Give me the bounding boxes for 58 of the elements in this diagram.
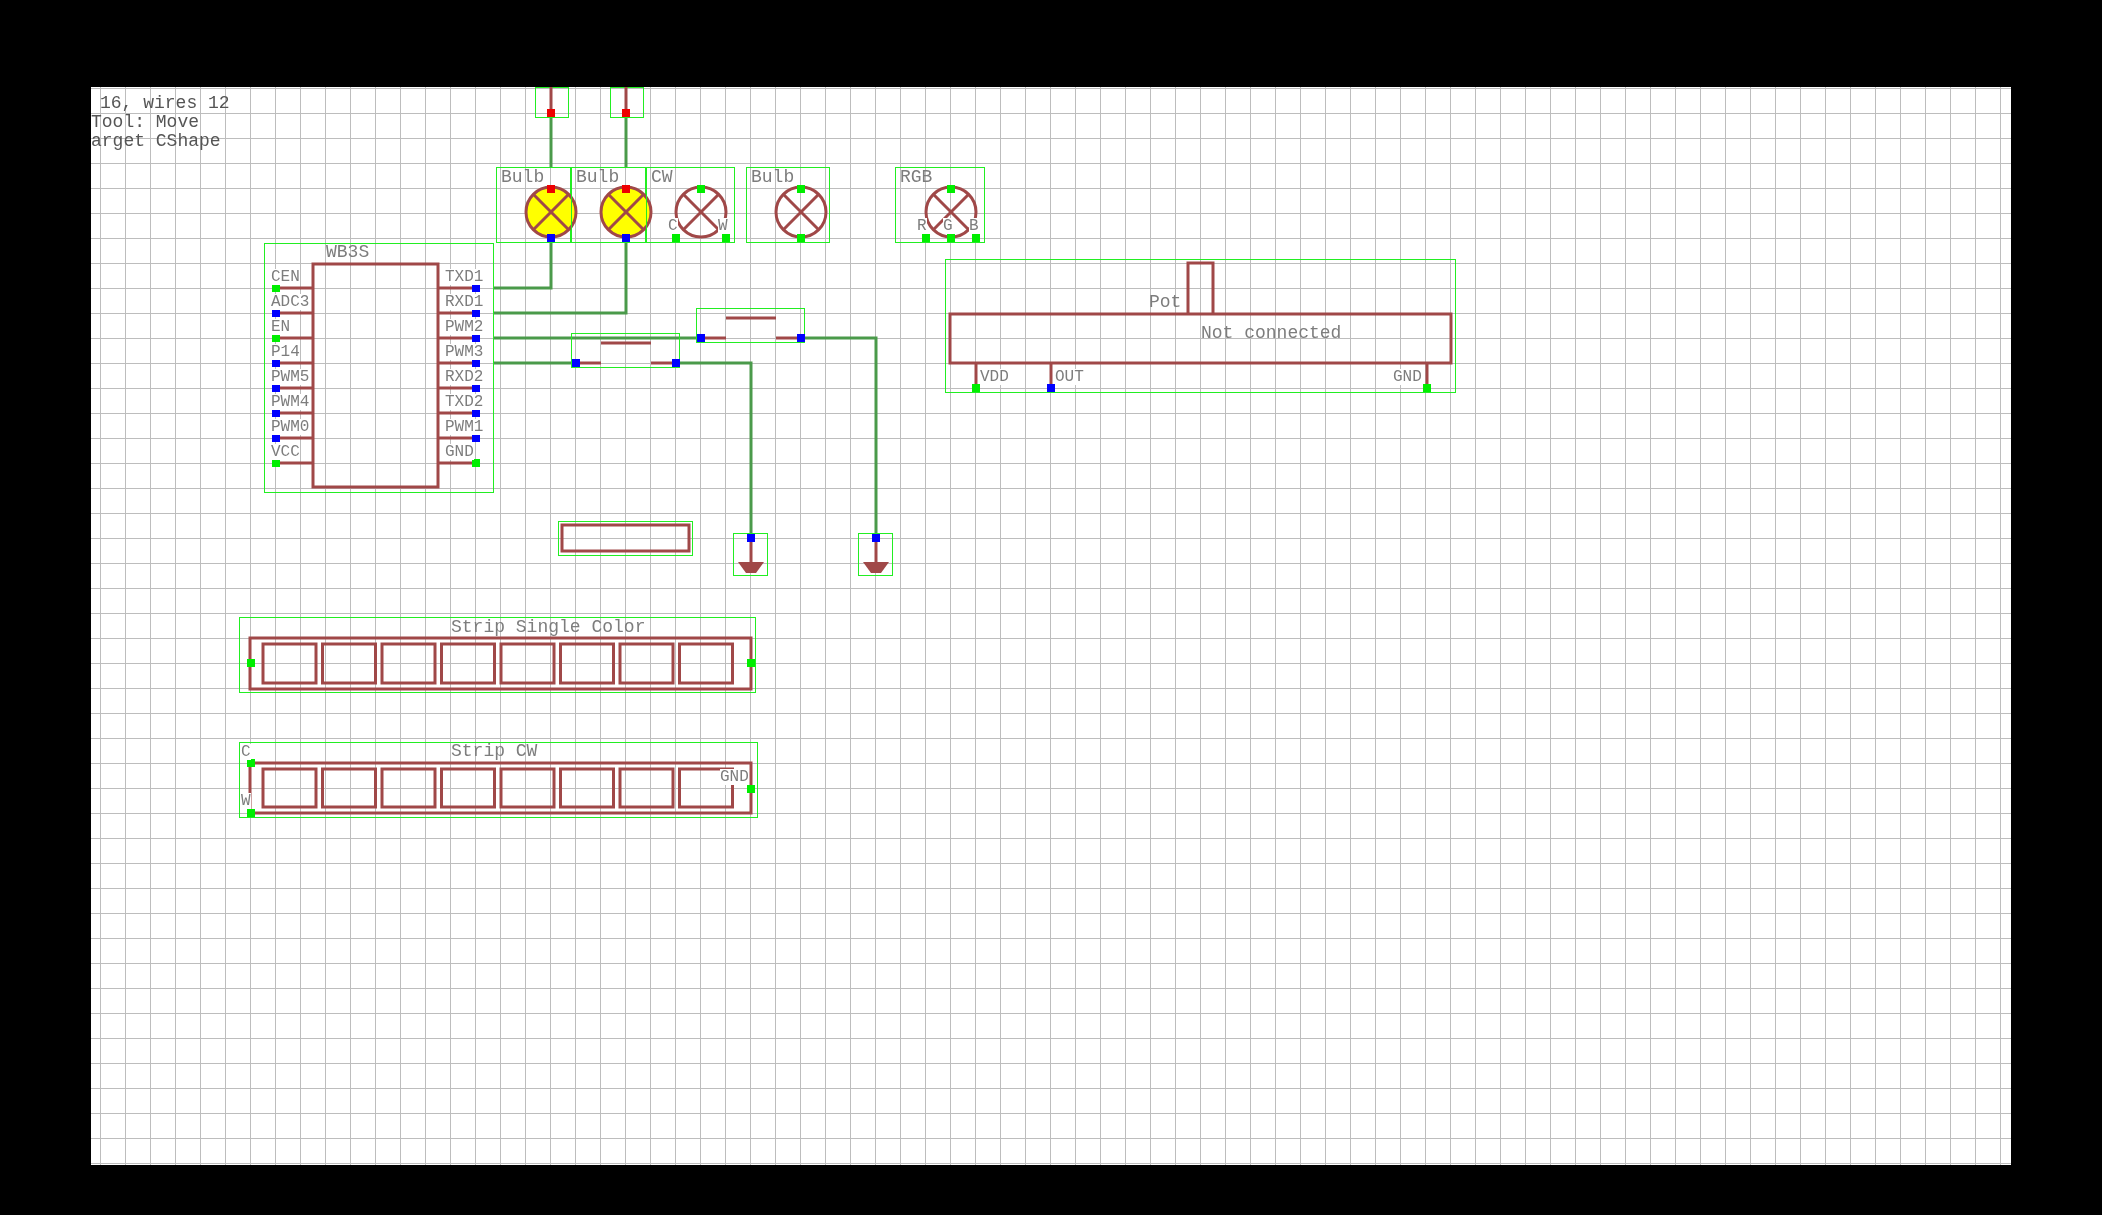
pin-label: PWM0 — [271, 419, 310, 435]
component-label: Strip Single Color — [451, 618, 646, 636]
pin-label: C — [668, 218, 678, 234]
wire — [494, 243, 628, 315]
pin-label: TXD1 — [445, 269, 484, 285]
component-frame — [239, 617, 756, 693]
pin-label: VDD — [980, 369, 1009, 385]
component-frame — [571, 333, 680, 368]
wire — [494, 336, 696, 340]
wire — [624, 118, 628, 167]
pin-label: VCC — [271, 444, 300, 460]
component-label: WB3S — [326, 243, 370, 261]
pin-label: CEN — [271, 269, 300, 285]
component-label: Bulb — [576, 168, 620, 186]
component-frame — [610, 87, 644, 118]
pin-label: PWM1 — [445, 419, 484, 435]
status-text: Tool: Move — [91, 113, 200, 131]
component-frame — [264, 243, 494, 493]
pin-label: P14 — [271, 344, 300, 360]
component-label: Bulb — [751, 168, 795, 186]
status-text: Not connected — [1201, 324, 1342, 342]
status-text: arget CShape — [91, 132, 221, 150]
wire — [494, 243, 553, 290]
pin-label: GND — [720, 769, 749, 785]
pin-label: ADC3 — [271, 294, 310, 310]
component-label: CW — [651, 168, 673, 186]
component-frame — [696, 308, 805, 343]
component-label: Pot — [1149, 293, 1182, 311]
component-label: Bulb — [501, 168, 545, 186]
pin-label: TXD2 — [445, 394, 484, 410]
wire — [494, 361, 571, 365]
pin-label: PWM4 — [271, 394, 310, 410]
pin-label: RXD2 — [445, 369, 484, 385]
component-frame — [895, 167, 985, 243]
pin-label: G — [943, 218, 953, 234]
pin-label: OUT — [1055, 369, 1084, 385]
pin-label: RXD1 — [445, 294, 484, 310]
status-text: 16, wires 12 — [100, 94, 230, 112]
pin-label: PWM3 — [445, 344, 484, 360]
pin-label: B — [969, 218, 979, 234]
wire — [680, 361, 753, 533]
pin-label: C — [241, 744, 251, 760]
pin-label: PWM5 — [271, 369, 310, 385]
pin-label: R — [917, 218, 927, 234]
pin-label: GND — [445, 444, 474, 460]
pin-label: EN — [271, 319, 291, 335]
pin-label: PWM2 — [445, 319, 484, 335]
wire — [805, 336, 878, 533]
pin-label: GND — [1393, 369, 1422, 385]
component-frame — [646, 167, 735, 243]
pin-label: W — [718, 218, 728, 234]
wire — [549, 118, 553, 167]
component-label: Strip CW — [451, 742, 538, 760]
component-frame — [239, 742, 758, 818]
component-frame — [535, 87, 569, 118]
component-label: RGB — [900, 168, 933, 186]
pin-label: W — [241, 793, 251, 809]
component-frame — [746, 167, 830, 243]
